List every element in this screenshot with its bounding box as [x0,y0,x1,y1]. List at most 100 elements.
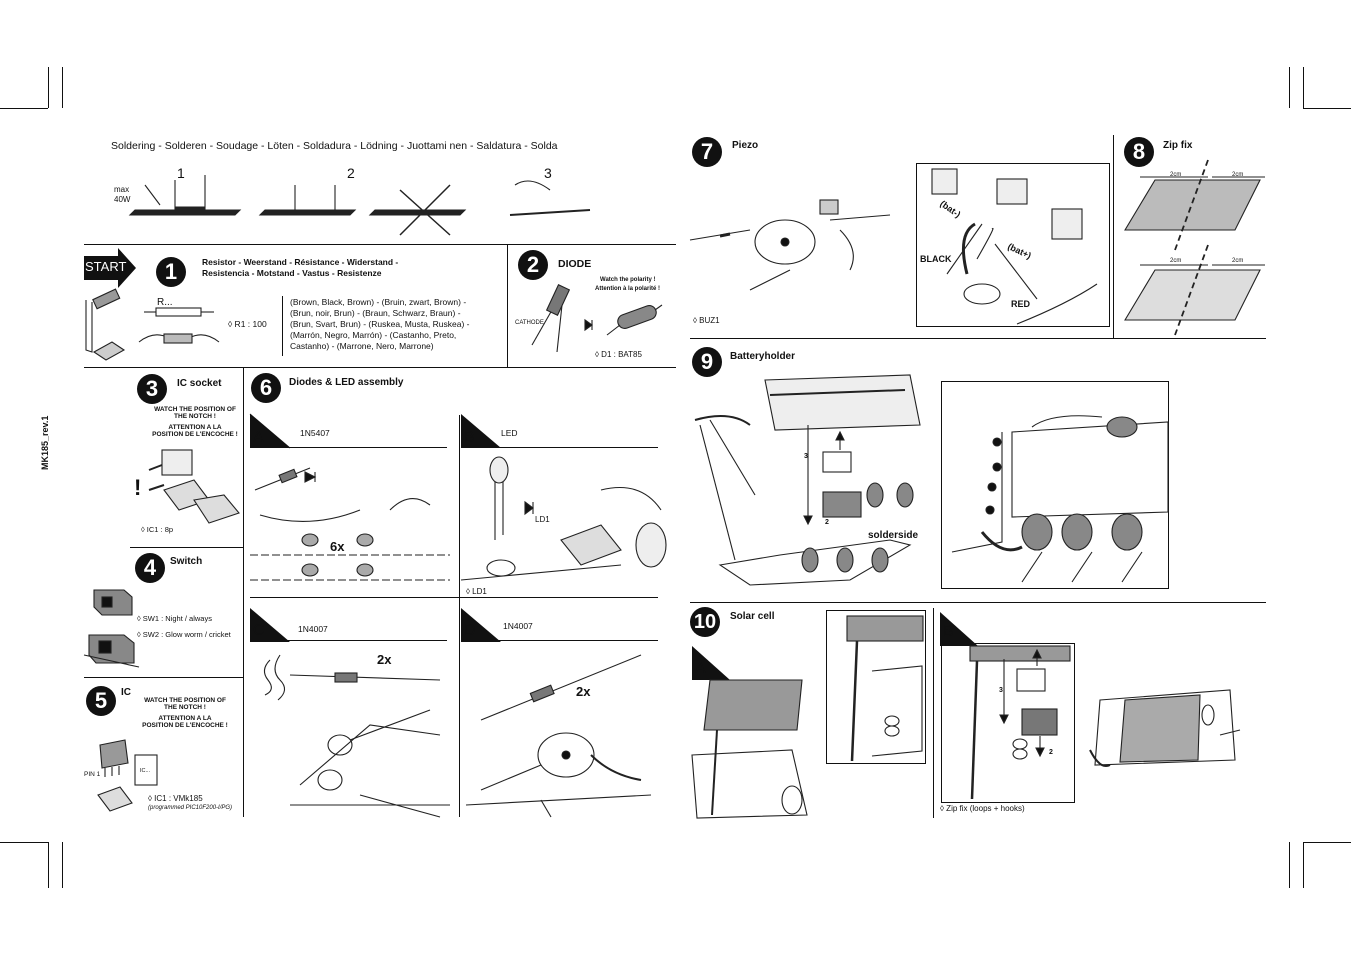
warning-line: POSITION DE L'ENCOCHE ! [152,431,238,439]
divider-6d [461,640,658,641]
step1-title-line1: Resistor - Weerstand - Résistance - Wide… [202,257,399,267]
step10-footer: ◊ Zip fix (loops + hooks) [940,804,1025,813]
watt-label: 40W [114,195,131,204]
warning-line: THE NOTCH ! [164,704,206,712]
step7-title: Piezo [732,140,759,151]
step10-label-2: 2 [1049,749,1053,756]
warning-line: WATCH THE POSITION OF [154,406,236,413]
dim-label: 2cm [1232,172,1244,178]
step1-part: ◊ R1 : 100 [228,319,267,329]
step1-number: 1 [156,257,186,287]
panel-6a-letter: A [253,429,264,446]
step9-label-3: 3 [804,453,808,460]
panel-6c-count: 2x [377,652,392,667]
color-code-line: (Marrón, Negro, Marrón) - (Castanho, Pre… [290,330,457,340]
ic-socket-illustration: ! [134,449,240,524]
solar-cell-illustration-a [691,679,808,819]
divider-step5 [84,677,243,678]
dim-label: 2cm [1170,172,1182,178]
divider-step10 [690,602,1266,603]
panel-10b-letter: B [943,623,954,640]
divider-mid-col [459,415,460,817]
step9-label-2: 2 [825,519,829,526]
step3-title: IC socket [177,378,222,389]
max-label: max [114,185,130,194]
warning-line: ATTENTION A LA [158,714,212,722]
panel-6c-part: 1N4007 [298,624,328,634]
step3-part: ◊ IC1 : 8p [141,525,174,534]
step4-number: 4 [135,553,165,583]
piezo-illustration [689,199,891,291]
color-code-line: (Brun, noir, Brun) - (Braun, Schwarz, Br… [290,308,461,318]
step6-title: Diodes & LED assembly [289,377,404,388]
zip-fix-illustration [1124,159,1265,336]
panel-c-tab [250,608,290,642]
step6-number: 6 [251,373,281,403]
divider-10b [933,608,934,818]
diode-illustration [531,284,663,353]
switch-illustration [83,589,140,668]
dim-label: 2cm [1170,258,1182,264]
divider-start-top [84,244,676,245]
step3-warning: WATCH THE POSITION OF THE NOTCH ! ATTENT… [148,406,242,439]
step2-title: DIODE [558,258,592,270]
panel-b-tab [461,414,501,448]
step10-title: Solar cell [730,611,775,622]
step5-title: IC [121,687,131,698]
panel-6a-count: 6x [330,539,345,554]
panel-a-tab [249,413,291,449]
step7-number: 7 [692,137,722,167]
warning-line: WATCH THE POSITION OF [144,697,226,704]
divider-step2 [507,244,508,367]
divider-step8 [1113,135,1114,338]
diode-6x-illustration [250,467,450,581]
step5-warning: WATCH THE POSITION OF THE NOTCH ! ATTENT… [138,697,232,730]
solder-step-2: 2 [347,165,355,181]
step10-number: 10 [690,607,720,637]
panel-6a-part: 1N5407 [300,428,330,438]
divider-row2 [84,367,676,368]
ic-illustration [97,739,158,812]
soldering-illustration [128,175,591,236]
panel-6b-footer: ◊ LD1 [466,587,487,596]
solder-step-1: 1 [177,165,185,181]
step2-number: 2 [518,250,548,280]
panel-10b-tab [940,612,978,646]
panel-6b-part: LED [501,428,518,438]
divider-step4 [130,547,243,548]
cathode-label: CATHODE [515,320,544,326]
divider-6a [250,447,447,448]
divider-6-bottom [250,597,658,598]
divider-6c [250,640,447,641]
red-wire-label: RED [1011,299,1031,309]
led-label: LD1 [535,515,550,524]
step5-number: 5 [86,686,116,716]
warning-line: ATTENTION A LA [168,423,222,431]
document-code: MK185_rev.1 [40,415,50,470]
step2-warning2: Attention à la polarité ! [595,286,661,292]
panel-6d-letter: D [464,622,476,639]
led-illustration [460,456,667,581]
color-code-line: Castanho) - (Marrone, Nero, Marrone) [290,341,434,351]
color-code-line: (Brown, Black, Brown) - (Bruin, zwart, B… [290,297,467,307]
step5-part: ◊ IC1 : VMk185 [148,794,203,803]
step5-note: (programmed PIC10F200-I/PG) [148,805,233,811]
step10-label-3: 3 [999,687,1003,694]
panel-6b-letter: B [464,429,475,446]
step2-warning1: Watch the polarity ! [600,277,656,283]
panel-d-tab [461,608,501,642]
step7-footer: ◊ BUZ1 [693,316,720,325]
panel-10a-tab [692,646,730,680]
panel-10a-letter: A [695,660,706,677]
start-label: START [85,259,127,274]
soldering-title: Soldering - Solderen - Soudage - Löten -… [111,140,558,152]
color-code-line: (Brun, Svart, Brun) - (Ruskea, Musta, Ru… [290,319,470,329]
diode-2x-illustration-d [465,654,652,818]
solder-step-3: 3 [544,165,552,181]
step4-part1: ◊ SW1 : Night / always [137,614,212,623]
divider-left-col [243,367,244,817]
batteryholder-illustration [694,374,921,586]
batteryholder-detail-box [941,381,1169,589]
step4-title: Switch [170,556,203,567]
dim-label: 2cm [1232,258,1244,264]
